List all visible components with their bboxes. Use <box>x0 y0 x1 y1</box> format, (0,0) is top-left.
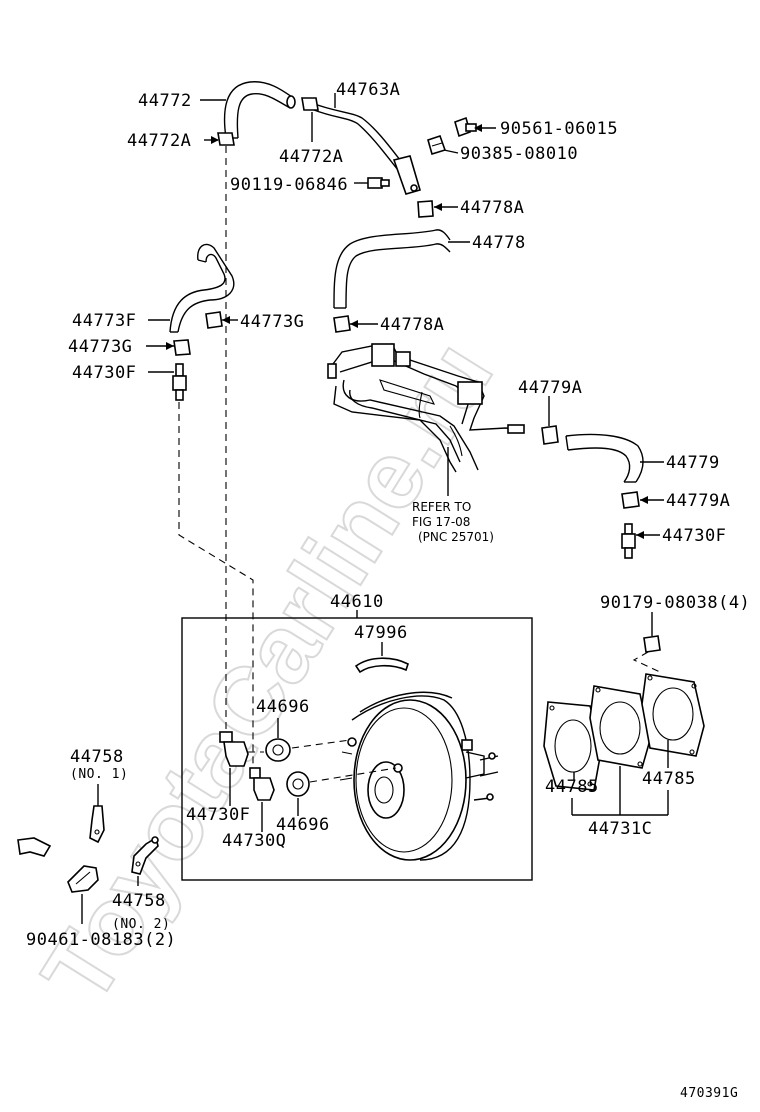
arrow-90561 <box>474 124 482 132</box>
arrow-44778a-low <box>350 320 358 328</box>
leader-90385 <box>443 149 459 154</box>
label-44730f-top: 44730F <box>72 363 136 383</box>
label-no2: (NO. 2) <box>112 917 170 932</box>
label-90561: 90561-06015 <box>500 119 618 139</box>
label-44731c: 44731C <box>588 819 652 839</box>
bracket-44731c <box>571 766 669 816</box>
clip-90461 <box>67 865 99 893</box>
check-valve-44730f-top <box>172 363 187 401</box>
label-44758-no2: 44758 <box>112 891 166 911</box>
clip-44779a-top <box>541 425 559 445</box>
gasket-plate-3 <box>641 673 705 757</box>
label-44778a-top: 44778A <box>460 198 524 218</box>
label-44730f-right: 44730F <box>662 526 726 546</box>
label-44772: 44772 <box>138 91 192 111</box>
pipe-44763a <box>311 102 421 195</box>
figure-code: 470391G <box>680 1086 738 1101</box>
grommet-44696-top <box>265 738 291 762</box>
clip-44773g-right <box>205 311 223 329</box>
arrow-44779a-low <box>640 496 648 504</box>
label-44730f-box: 44730F <box>186 805 250 825</box>
label-44785-right: 44785 <box>642 769 696 789</box>
label-44773g-right: 44773G <box>240 312 304 332</box>
refer-note-line3: (PNC 25701) <box>418 530 494 544</box>
arrow-44772a-left <box>211 136 219 144</box>
label-no1: (NO. 1) <box>70 767 128 782</box>
label-47996: 47996 <box>354 623 408 643</box>
grommet-44696-low <box>286 771 310 797</box>
grommet-90385 <box>427 134 447 156</box>
label-44610: 44610 <box>330 592 384 612</box>
clip-44778a-low <box>333 315 351 333</box>
label-44772a-left: 44772A <box>127 131 191 151</box>
bolt-90119 <box>367 177 390 189</box>
label-90385: 90385-08010 <box>460 144 578 164</box>
elbow-44730q <box>249 767 275 801</box>
label-44778: 44778 <box>472 233 526 253</box>
clip-44773g-left <box>173 339 191 356</box>
hose-44778 <box>333 229 451 309</box>
booster-assembly-box <box>181 617 533 881</box>
gasket-47996 <box>354 657 409 674</box>
clip-44772a-left <box>217 132 235 146</box>
label-44779: 44779 <box>666 453 720 473</box>
label-44778a-low: 44778A <box>380 315 444 335</box>
label-44773f: 44773F <box>72 311 136 331</box>
label-44779a-low: 44779A <box>666 491 730 511</box>
arrow-44773g-left <box>166 342 174 350</box>
check-valve-44730f-right <box>621 523 636 559</box>
label-44779a-top: 44779A <box>518 378 582 398</box>
bolt-90561 <box>454 116 477 138</box>
arrow-44773g-right <box>222 316 230 324</box>
nut-90179 <box>643 635 661 653</box>
brake-booster-body <box>339 691 499 861</box>
label-90179: 90179-08038(4) <box>600 593 750 613</box>
label-90461: 90461-08183(2) <box>26 930 176 950</box>
dashed-line-grommet-low <box>309 767 397 783</box>
label-44696-top: 44696 <box>256 697 310 717</box>
arrow-44778a-top <box>434 203 442 211</box>
label-44773g-left: 44773G <box>68 337 132 357</box>
gasket-plate-2 <box>589 685 651 769</box>
clip-44772a-mid <box>301 97 319 111</box>
hose-44779 <box>565 433 644 483</box>
hose-44773f <box>169 243 235 333</box>
label-44696-low: 44696 <box>276 815 330 835</box>
label-90119: 90119-06846 <box>230 175 348 195</box>
refer-note-line2: FIG 17-08 <box>412 515 470 529</box>
dashed-line-grommet-top <box>291 739 351 749</box>
arrow-44730f-right <box>636 531 644 539</box>
gasket-plate-1 <box>543 701 603 791</box>
clip-44778a-top <box>417 200 434 218</box>
bracket-44758-no1 <box>89 805 105 844</box>
bracket-44758-no2 <box>131 836 159 875</box>
label-44785-left: 44785 <box>545 777 599 797</box>
pipe-bracket-assembly <box>327 343 525 473</box>
dashed-line-left-2 <box>178 402 254 770</box>
label-44772a-mid: 44772A <box>279 147 343 167</box>
dashed-line-nut <box>632 651 661 673</box>
elbow-44730f-box <box>219 731 249 767</box>
label-44758-no1: 44758 <box>70 747 124 767</box>
refer-note-line1: REFER TO <box>412 500 471 514</box>
label-44730q: 44730Q <box>222 831 286 851</box>
label-44763a: 44763A <box>336 80 400 100</box>
clip-bottom-left <box>17 837 52 857</box>
clip-44779a-low <box>621 491 640 509</box>
hose-44772 <box>223 81 296 139</box>
